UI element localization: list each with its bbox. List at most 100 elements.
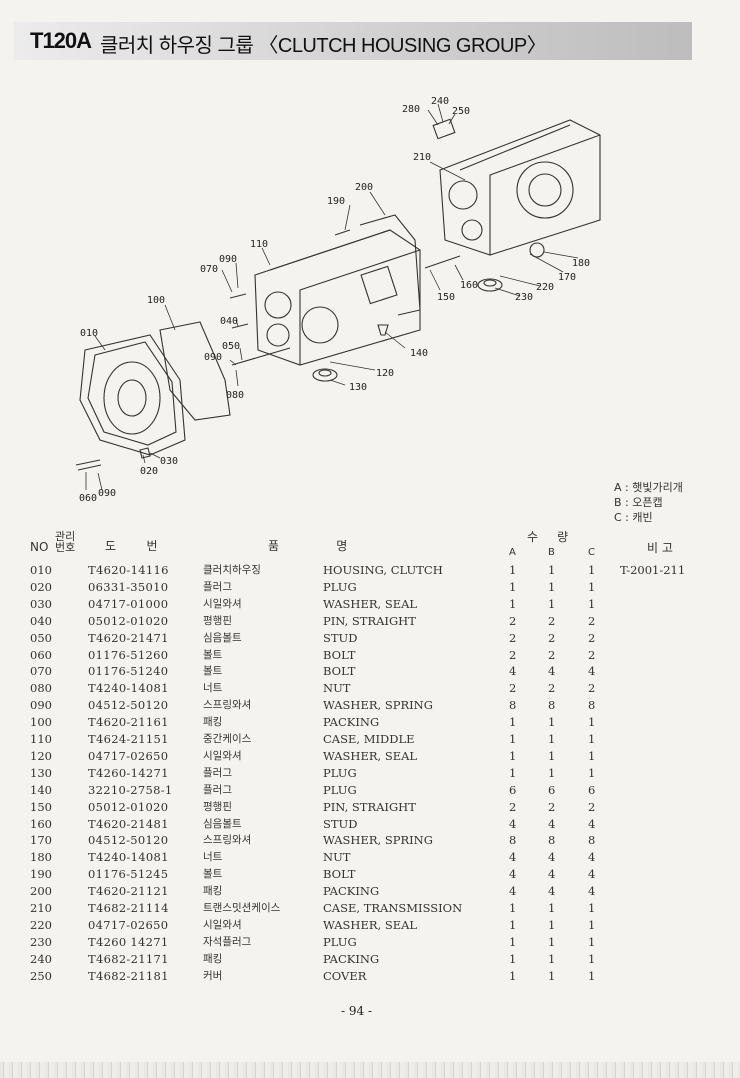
cell-eng: WASHER, SEAL (323, 917, 418, 932)
cell-no: 030 (30, 596, 52, 611)
scan-footer-strip (0, 1062, 740, 1078)
header-name: 품 명 (268, 539, 348, 553)
cell-no: 180 (30, 850, 52, 865)
cell-kor: 너트 (203, 682, 223, 695)
cell-a: 1 (509, 579, 517, 594)
cell-b: 2 (548, 681, 556, 696)
cell-a: 6 (509, 782, 517, 797)
cell-a: 1 (509, 596, 517, 611)
cell-eng: STUD (323, 816, 358, 831)
cell-a: 4 (509, 884, 517, 899)
cell-a: 8 (509, 833, 517, 848)
callout-230: 230 (515, 292, 533, 303)
cell-eng: NUT (323, 681, 351, 696)
cell-c: 8 (588, 833, 596, 848)
callout-090-bottom: 090 (98, 488, 116, 499)
cell-no: 070 (30, 664, 52, 679)
cell-c: 2 (588, 799, 596, 814)
cell-kor: 트랜스밋션케이스 (203, 902, 281, 914)
cell-part: T4620-21481 (88, 816, 169, 831)
cell-c: 2 (588, 647, 596, 662)
cell-a: 2 (509, 647, 517, 662)
cell-kor: 심음볼트 (203, 631, 242, 644)
cell-eng: CASE, TRANSMISSION (323, 901, 463, 915)
cell-a: 1 (509, 715, 517, 730)
cell-c: 1 (588, 748, 596, 763)
callout-210: 210 (413, 152, 431, 163)
cell-b: 1 (548, 951, 556, 966)
cell-no: 250 (30, 968, 52, 983)
callout-040: 040 (220, 316, 238, 327)
cell-eng: BOLT (323, 664, 356, 679)
header-no: NO (30, 540, 49, 554)
cell-eng: STUD (323, 630, 358, 645)
cell-b: 4 (548, 664, 556, 679)
cell-a: 4 (509, 850, 517, 865)
cell-a: 2 (509, 613, 517, 628)
cell-no: 210 (30, 901, 52, 915)
cell-b: 1 (548, 748, 556, 763)
callout-250: 250 (452, 106, 470, 117)
cell-a: 1 (509, 951, 517, 966)
cell-b: 1 (548, 917, 556, 932)
cell-b: 2 (548, 613, 556, 628)
cell-eng: PLUG (323, 782, 357, 797)
cell-a: 4 (509, 664, 517, 679)
callout-100: 100 (147, 295, 165, 306)
cell-no: 230 (30, 934, 52, 949)
header-qty-a: A (509, 547, 516, 558)
cell-a: 1 (509, 748, 517, 763)
cell-part: 01176-51245 (88, 867, 169, 882)
cell-no: 150 (30, 799, 52, 814)
cell-no: 080 (30, 681, 52, 696)
cell-kor: 시일와셔 (203, 918, 242, 931)
callout-140: 140 (410, 348, 428, 359)
cell-kor: 볼트 (203, 648, 223, 661)
cell-kor: 플러그 (203, 783, 232, 796)
cell-no: 010 (30, 563, 52, 577)
legend-c: C : 캐빈 (614, 511, 653, 524)
cell-no: 240 (30, 951, 52, 966)
cell-b: 1 (548, 732, 556, 746)
legend-a: A : 햇빛가리개 (614, 481, 683, 494)
cell-a: 1 (509, 934, 517, 949)
cell-c: 1 (588, 715, 596, 730)
header-qty-c: C (588, 547, 595, 558)
callout-160: 160 (460, 280, 478, 291)
cell-eng: HOUSING, CLUTCH (323, 563, 443, 577)
cell-part: 04717-02650 (88, 917, 169, 932)
cell-no: 090 (30, 698, 52, 713)
cell-b: 2 (548, 647, 556, 662)
cell-eng: COVER (323, 968, 367, 983)
cell-eng: WASHER, SEAL (323, 748, 418, 763)
header-remarks: 비 고 (647, 541, 673, 555)
cell-part: 01176-51260 (88, 647, 169, 662)
cell-c: 2 (588, 681, 596, 696)
cell-c: 2 (588, 630, 596, 645)
cell-kor: 평행핀 (203, 614, 232, 627)
cell-part: T4682-21181 (88, 968, 169, 983)
cell-b: 2 (548, 799, 556, 814)
cell-kor: 플러그 (203, 766, 232, 779)
packing-100-drawing (159, 321, 231, 421)
cell-kor: 평행핀 (203, 800, 232, 813)
cell-part: T4240-14081 (88, 850, 169, 865)
callout-010: 010 (80, 328, 98, 339)
cell-kor: 볼트 (203, 665, 223, 678)
cell-part: T4620-21161 (88, 715, 169, 730)
cell-eng: WASHER, SPRING (323, 698, 433, 713)
clutch-housing-drawing (79, 334, 186, 456)
cell-c: 1 (588, 901, 596, 915)
cell-kor: 시일와셔 (203, 597, 242, 610)
cell-a: 1 (509, 732, 517, 746)
callout-190: 190 (327, 196, 345, 207)
cell-eng: BOLT (323, 867, 356, 882)
